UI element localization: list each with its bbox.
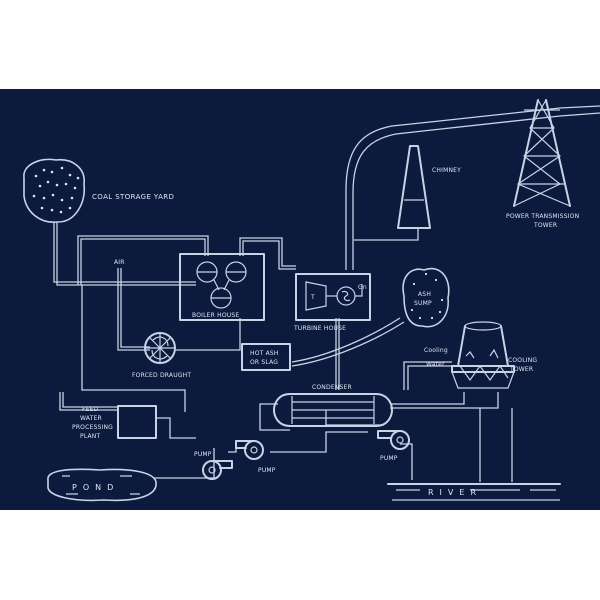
ash-sump-label-1: ASH [418, 291, 431, 298]
blueprint-board: COAL STORAGE YARD [0, 89, 600, 510]
generator-label: Gn [358, 284, 367, 291]
pump-1 [202, 460, 233, 480]
pump-3 [377, 430, 410, 450]
feed-water-label-3: PROCESSING [72, 424, 113, 431]
turbine-house-label: TURBINE HOUSE [293, 325, 346, 332]
feed-water-label-1: FEED [82, 406, 99, 413]
coal-storage-yard-label: COAL STORAGE YARD [92, 193, 174, 201]
turbine-house [295, 273, 371, 321]
pump-2-label: PUMP [258, 467, 276, 474]
cooling-water-label-2: Water [426, 361, 445, 368]
forced-draught-label: FORCED DRAUGHT [132, 372, 191, 379]
condenser-label: CONDENSER [312, 384, 352, 391]
cooling-tower-label-1: COOLING [508, 357, 537, 364]
hot-ash-box [241, 343, 291, 371]
pond [47, 468, 157, 502]
condenser [273, 393, 393, 427]
cooling-tower [451, 321, 515, 389]
power-plant-diagram: COAL STORAGE YARD [23, 99, 600, 502]
chimney-label: CHIMNEY [432, 167, 461, 174]
cooling-tower-label-2: TOWER [509, 366, 533, 373]
power-tower-label-2: TOWER [533, 222, 557, 229]
chimney [397, 145, 431, 229]
power-transmission-tower [513, 99, 571, 207]
power-tower-label-1: POWER TRANSMISSION [506, 213, 579, 220]
pump-2 [235, 440, 264, 460]
river-label: RIVER [428, 488, 482, 497]
boiler-house [179, 253, 265, 321]
pond-label: POND [72, 483, 119, 492]
pump-1-label: PUMP [194, 451, 212, 458]
river [387, 483, 561, 501]
turbine-t-label: T [310, 294, 315, 301]
feed-water-label-2: WATER [80, 415, 102, 422]
ash-sump [402, 267, 450, 328]
feed-water-plant [117, 405, 157, 439]
cooling-water-label-1: Cooling [424, 347, 448, 354]
ash-sump-label-2: SUMP [414, 300, 432, 307]
pump-3-label: PUMP [380, 455, 398, 462]
forced-draught-fan [144, 332, 176, 364]
feed-water-label-4: PLANT [80, 433, 100, 440]
coal-storage-yard [23, 158, 85, 223]
hot-ash-label-1: HOT ASH [250, 350, 279, 357]
hot-ash-label-2: OR SLAG [250, 359, 278, 366]
boiler-house-label: BOILER HOUSE [192, 312, 239, 319]
air-label: AIR [114, 259, 125, 266]
